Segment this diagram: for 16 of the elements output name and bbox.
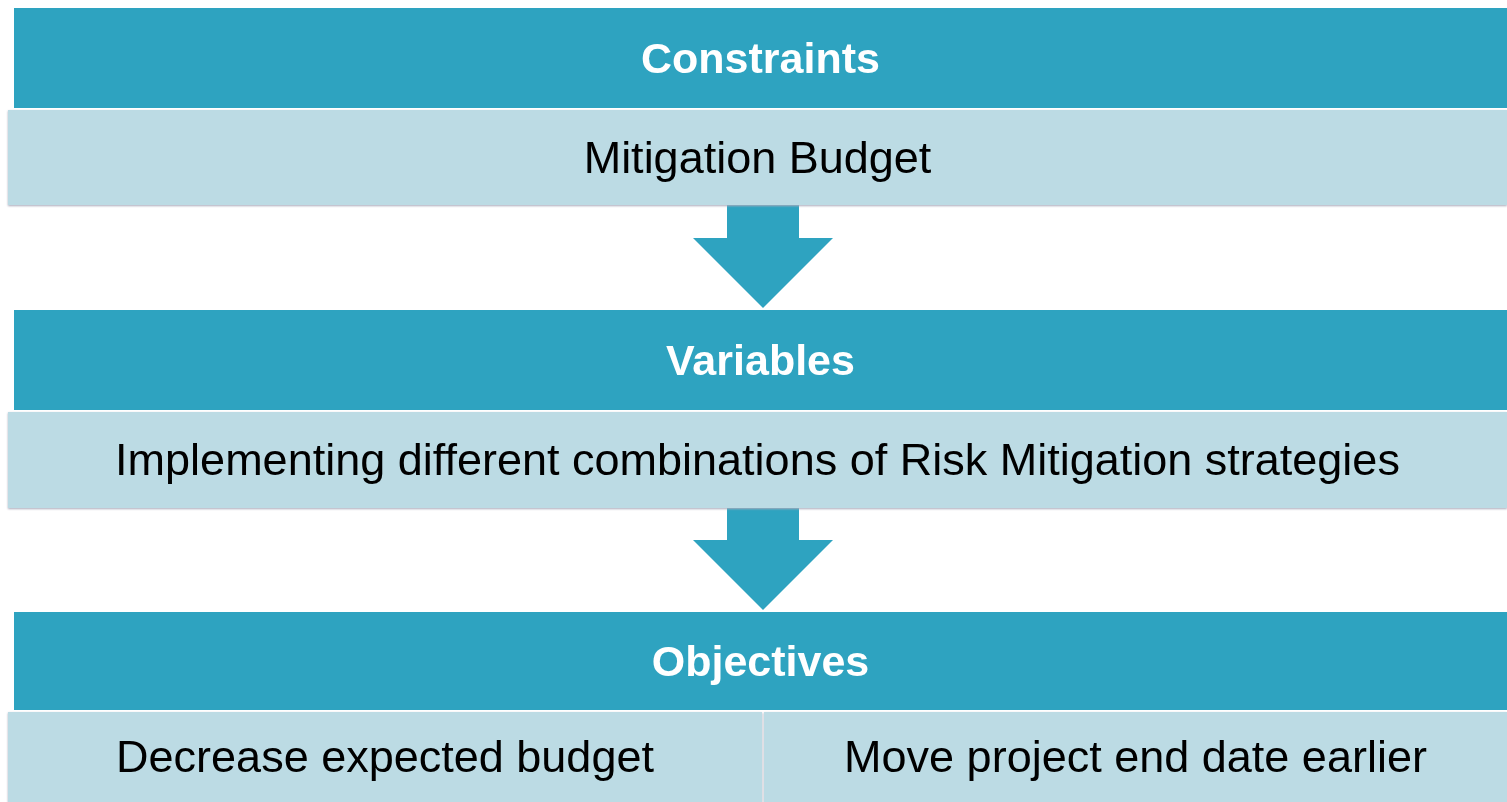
item-text: Implementing different combinations of Risk Mitigation strategies (115, 434, 1400, 486)
item-text: Move project end date earlier (844, 731, 1427, 783)
block-arrow (693, 508, 833, 610)
content-box (764, 712, 1507, 802)
section-heading: Constraints (641, 33, 880, 83)
item-text: Decrease expected budget (116, 731, 654, 783)
header-band (14, 310, 1507, 410)
section-heading: Objectives (651, 636, 870, 686)
block-arrow (693, 205, 833, 308)
section-heading: Variables (666, 335, 855, 385)
header-band (14, 8, 1507, 108)
content-box (8, 412, 1507, 508)
item-text: Mitigation Budget (583, 131, 932, 184)
content-box (8, 110, 1507, 205)
content-box (8, 712, 762, 802)
header-band (14, 612, 1507, 710)
